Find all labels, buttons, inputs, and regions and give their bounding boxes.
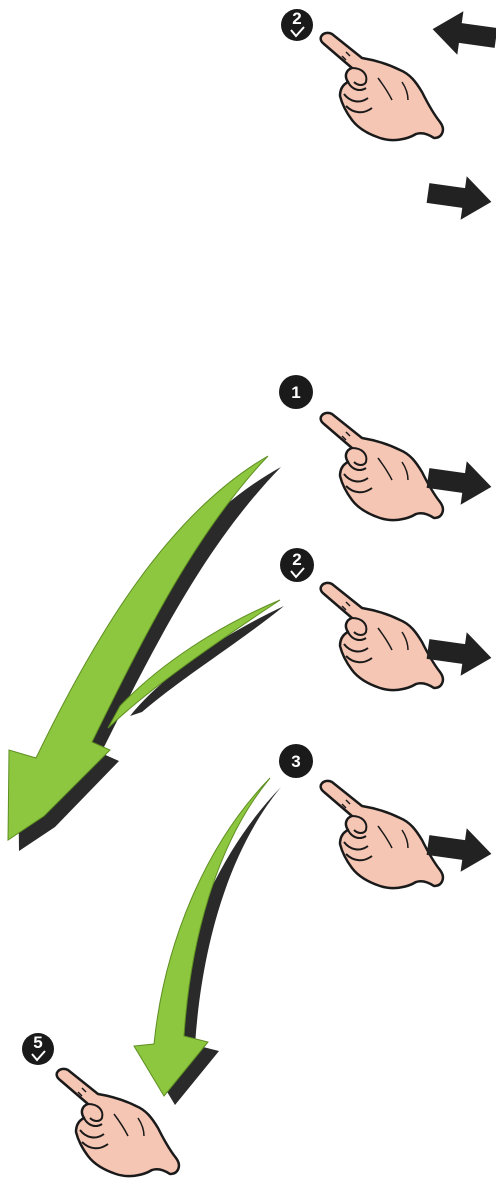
- step-badge-2-top: 2: [281, 9, 313, 41]
- svg-text:2: 2: [292, 9, 301, 28]
- step-badge-5: 5: [22, 1033, 54, 1065]
- pull-arrow-icon: [430, 7, 496, 59]
- svg-text:3: 3: [291, 752, 300, 771]
- push-arrow-icon: [425, 171, 495, 223]
- step-badge-3: 3: [279, 744, 313, 778]
- svg-text:5: 5: [33, 1033, 42, 1052]
- pointing-hand-icon: [321, 583, 443, 690]
- pointing-hand-icon: [321, 33, 443, 140]
- svg-text:1: 1: [291, 383, 300, 402]
- svg-text:2: 2: [292, 550, 301, 569]
- step-badge-2: 2: [280, 548, 314, 582]
- curved-flow-arrow-icon: [134, 778, 281, 1105]
- pointing-hand-icon: [321, 413, 443, 520]
- curved-flow-arrow-icon: [8, 456, 284, 851]
- step-badge-1: 1: [279, 375, 313, 409]
- pointing-hand-icon: [321, 781, 443, 888]
